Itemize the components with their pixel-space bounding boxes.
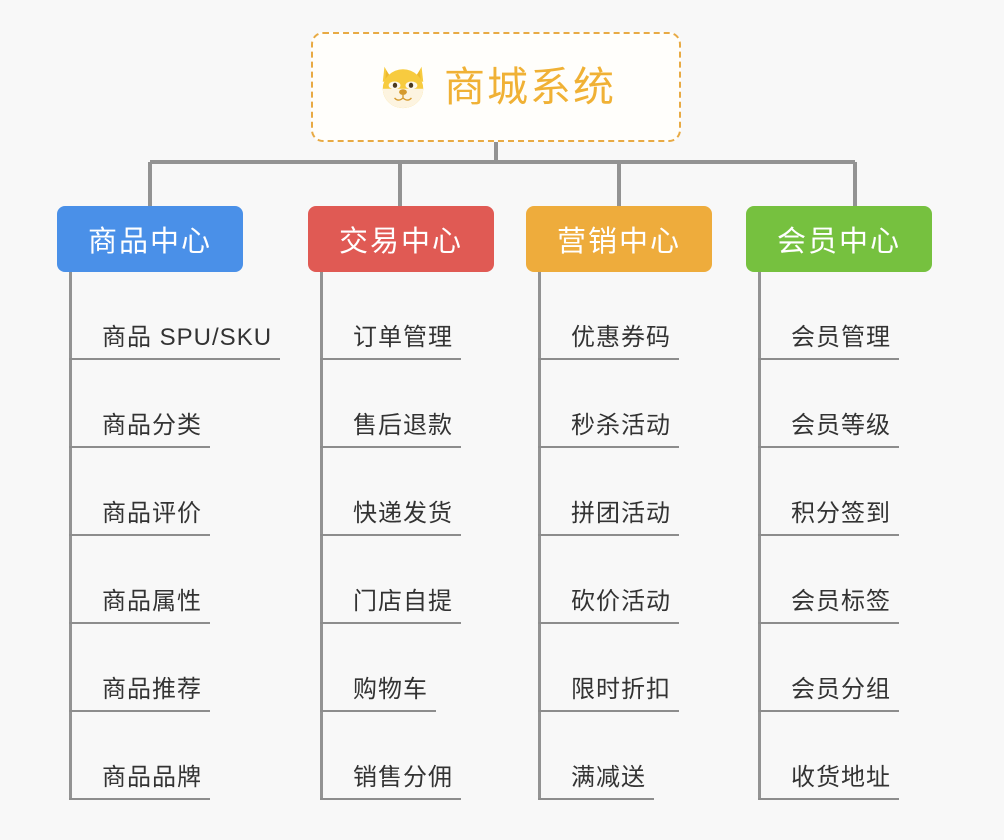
list-item[interactable]: 满减送 — [538, 712, 712, 800]
leaf-label: 优惠券码 — [571, 324, 671, 351]
leaf-label: 商品属性 — [102, 588, 202, 615]
list-item[interactable]: 门店自提 — [320, 536, 494, 624]
leaf-label: 门店自提 — [353, 588, 453, 615]
list-item[interactable]: 会员标签 — [758, 536, 932, 624]
branch-body-3: 会员管理 会员等级 积分签到 会员标签 会员分组 收货地址 — [758, 272, 932, 800]
branch-header-2[interactable]: 营销中心 — [526, 206, 712, 272]
list-item[interactable]: 售后退款 — [320, 360, 494, 448]
shiba-dog-face-icon — [382, 66, 424, 109]
leaf-label: 商品 SPU/SKU — [102, 324, 273, 351]
leaf-label: 会员标签 — [791, 588, 891, 615]
list-item[interactable]: 收货地址 — [758, 712, 932, 800]
branch-商品中心: 商品中心 商品 SPU/SKU 商品分类 商品评价 商品属性 商品推荐 商品品牌 — [57, 206, 281, 800]
list-item[interactable]: 砍价活动 — [538, 536, 712, 624]
list-item[interactable]: 拼团活动 — [538, 448, 712, 536]
list-item[interactable]: 秒杀活动 — [538, 360, 712, 448]
branch-body-2: 优惠券码 秒杀活动 拼团活动 砍价活动 限时折扣 满减送 — [538, 272, 712, 800]
branch-营销中心: 营销中心 优惠券码 秒杀活动 拼团活动 砍价活动 限时折扣 满减送 — [526, 206, 712, 800]
leaf-label: 商品分类 — [102, 412, 202, 439]
branch-header-1[interactable]: 交易中心 — [308, 206, 494, 272]
leaf-label: 快递发货 — [353, 500, 453, 527]
root-node[interactable]: 商城系统 — [311, 32, 681, 142]
leaf-label: 商品推荐 — [102, 676, 202, 703]
leaf-label: 秒杀活动 — [571, 412, 671, 439]
list-item[interactable]: 快递发货 — [320, 448, 494, 536]
list-item[interactable]: 限时折扣 — [538, 624, 712, 712]
leaf-label: 售后退款 — [353, 412, 453, 439]
list-item[interactable]: 商品推荐 — [69, 624, 280, 712]
branch-header-3[interactable]: 会员中心 — [746, 206, 932, 272]
leaf-label: 满减送 — [571, 764, 646, 791]
leaf-label: 限时折扣 — [571, 676, 671, 703]
leaf-label: 商品评价 — [102, 500, 202, 527]
branch-body-1: 订单管理 售后退款 快递发货 门店自提 购物车 销售分佣 — [320, 272, 494, 800]
branch-header-label: 营销中心 — [556, 226, 681, 258]
list-item[interactable]: 会员管理 — [758, 272, 932, 360]
branch-会员中心: 会员中心 会员管理 会员等级 积分签到 会员标签 会员分组 收货地址 — [746, 206, 932, 800]
leaf-label: 积分签到 — [791, 500, 891, 527]
list-item[interactable]: 会员等级 — [758, 360, 932, 448]
list-item[interactable]: 商品评价 — [69, 448, 280, 536]
list-item[interactable]: 优惠券码 — [538, 272, 712, 360]
leaf-label: 会员等级 — [791, 412, 891, 439]
root-title: 商城系统 — [444, 63, 616, 110]
leaf-label: 商品品牌 — [102, 764, 202, 791]
list-item[interactable]: 积分签到 — [758, 448, 932, 536]
branch-交易中心: 交易中心 订单管理 售后退款 快递发货 门店自提 购物车 销售分佣 — [308, 206, 494, 800]
leaf-label: 拼团活动 — [571, 500, 671, 527]
branch-header-label: 商品中心 — [87, 226, 212, 258]
branch-header-label: 会员中心 — [776, 226, 901, 258]
leaf-label: 砍价活动 — [571, 588, 671, 615]
leaf-label: 会员分组 — [791, 676, 891, 703]
branch-body-0: 商品 SPU/SKU 商品分类 商品评价 商品属性 商品推荐 商品品牌 — [69, 272, 281, 800]
list-item[interactable]: 商品 SPU/SKU — [69, 272, 281, 360]
leaf-label: 订单管理 — [353, 324, 453, 351]
list-item[interactable]: 购物车 — [320, 624, 494, 712]
list-item[interactable]: 销售分佣 — [320, 712, 494, 800]
list-item[interactable]: 订单管理 — [320, 272, 494, 360]
list-item[interactable]: 商品品牌 — [69, 712, 280, 800]
leaf-label: 购物车 — [353, 676, 428, 703]
branch-header-label: 交易中心 — [338, 226, 463, 258]
leaf-label: 销售分佣 — [353, 764, 453, 791]
list-item[interactable]: 商品属性 — [69, 536, 280, 624]
leaf-label: 会员管理 — [791, 324, 891, 351]
list-item[interactable]: 商品分类 — [69, 360, 280, 448]
list-item[interactable]: 会员分组 — [758, 624, 932, 712]
leaf-label: 收货地址 — [791, 764, 891, 791]
branch-header-0[interactable]: 商品中心 — [57, 206, 243, 272]
